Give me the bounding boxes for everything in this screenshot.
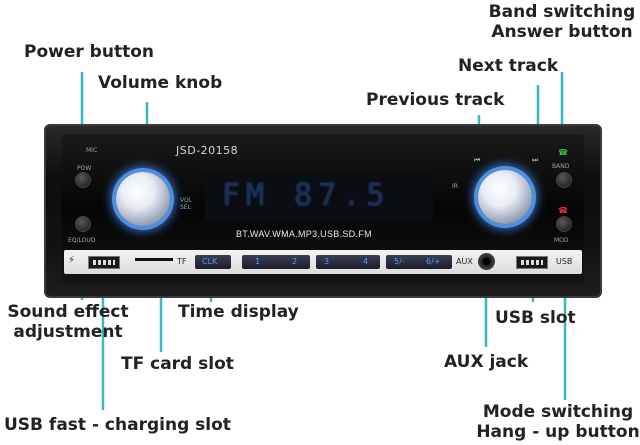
callout-sound-effect-line1: Sound effect <box>7 302 129 322</box>
preset-1-label: 1 <box>255 257 261 266</box>
callout-power-button: Power button <box>24 42 154 62</box>
callout-band-switching: Band switching Answer button <box>487 2 637 42</box>
clk-button[interactable]: CLK <box>195 255 231 269</box>
volume-knob[interactable] <box>116 172 170 226</box>
band-label: BAND <box>552 163 570 170</box>
aux-label: AUX <box>456 257 473 266</box>
callout-volume-knob: Volume knob <box>98 73 223 93</box>
lcd-display <box>205 173 433 221</box>
callout-sound-effect-line2: adjustment <box>13 322 123 342</box>
callout-band-switching-line2: Answer button <box>491 22 633 42</box>
callout-usb-slot: USB slot <box>495 308 576 328</box>
usb-fast-charging-port[interactable] <box>88 256 120 269</box>
power-button[interactable] <box>75 172 91 188</box>
tuning-knob[interactable] <box>478 170 532 224</box>
callout-tf-card-slot: TF card slot <box>121 354 234 374</box>
preset-5-label: 5/- <box>394 257 405 266</box>
mod-label: MOD <box>554 237 569 244</box>
ir-label: IR <box>452 183 458 190</box>
tf-card-slot[interactable] <box>135 258 173 261</box>
eq-loud-label: EQ/LOUD <box>68 237 96 244</box>
mode-hangup-button[interactable] <box>556 216 572 232</box>
preset-6-label: 6/+ <box>426 257 441 266</box>
preset-3-label: 3 <box>324 257 330 266</box>
callout-previous-track: Previous track <box>366 90 505 110</box>
band-answer-button[interactable] <box>556 172 572 188</box>
callout-band-switching-line1: Band switching <box>488 2 636 22</box>
callout-time-display: Time display <box>178 302 299 322</box>
preset-button-1-2[interactable]: 1 2 <box>242 255 310 269</box>
callout-aux-jack: AUX jack <box>444 352 529 372</box>
usb-label: USB <box>556 257 573 266</box>
mic-label: MIC <box>86 147 98 154</box>
callout-sound-effect: Sound effect adjustment <box>6 302 130 342</box>
pow-label: POW <box>77 165 92 172</box>
previous-track-icon[interactable]: ⏮ <box>474 156 481 164</box>
callout-mode-switching: Mode switching Hang - up button <box>476 402 640 442</box>
charging-bolt-icon: ⚡ <box>68 255 76 266</box>
callout-next-track: Next track <box>458 56 559 76</box>
usb-slot[interactable] <box>516 256 548 269</box>
tf-label: TF <box>177 257 187 266</box>
preset-4-label: 4 <box>363 257 369 266</box>
next-track-icon[interactable]: ⏭ <box>532 156 539 164</box>
preset-button-3-4[interactable]: 3 4 <box>316 255 380 269</box>
preset-button-5-6[interactable]: 5/- 6/+ <box>386 255 452 269</box>
callout-mode-switching-line1: Mode switching <box>482 402 634 422</box>
phone-hangup-icon: ☎ <box>558 206 568 215</box>
eq-loud-button[interactable] <box>75 216 91 232</box>
phone-answer-icon: ☎ <box>558 148 568 157</box>
aux-jack[interactable] <box>478 253 495 270</box>
callout-mode-switching-line2: Hang - up button <box>476 422 640 442</box>
clk-button-label: CLK <box>202 257 218 266</box>
callout-usb-fast-charging-slot: USB fast - charging slot <box>4 415 231 435</box>
model-number: JSD-20158 <box>176 144 239 157</box>
lcd-frequency-readout: FM 87.5 <box>222 178 391 213</box>
vol-sel-label: VOL SEL <box>180 197 193 211</box>
supported-formats: BT.WAV.WMA.MP3.USB.SD.FM <box>236 229 372 239</box>
preset-2-label: 2 <box>292 257 298 266</box>
